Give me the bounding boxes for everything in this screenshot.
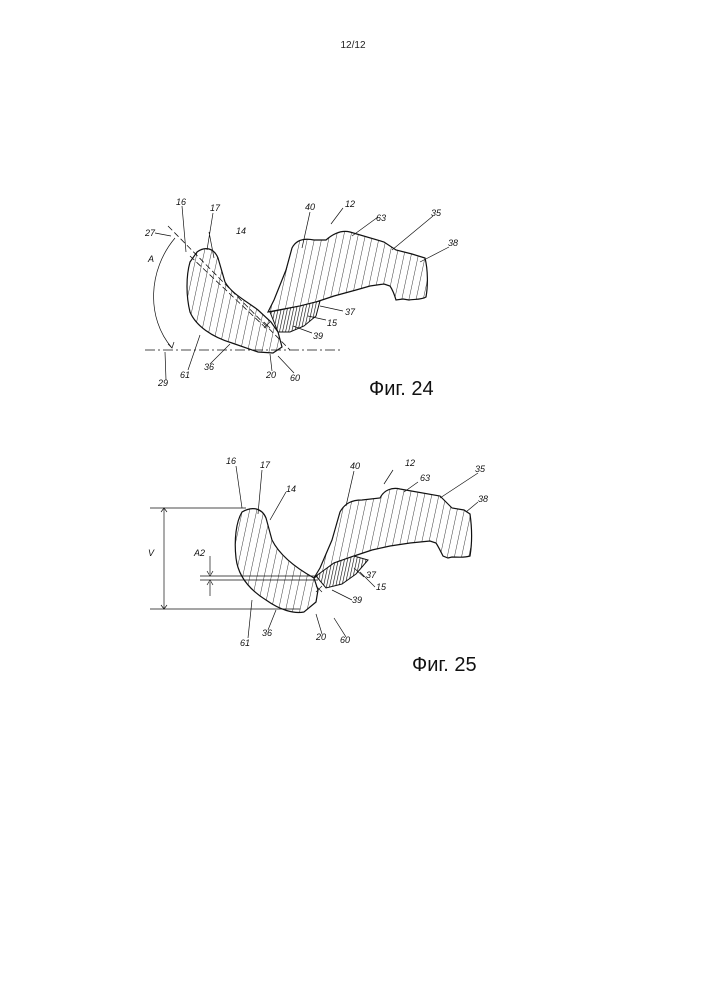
fig25-ref-A2: A2 <box>193 548 205 558</box>
figure-24-caption: Фиг. 24 <box>369 378 434 401</box>
fig24-ref-36: 36 <box>204 362 214 372</box>
fig24-ref-63: 63 <box>376 213 386 223</box>
fig25-ref-36: 36 <box>262 628 272 638</box>
figure-25-caption: Фиг. 25 <box>412 654 477 677</box>
fig24-ref-17: 17 <box>210 203 221 213</box>
fig25-ref-60: 60 <box>340 635 350 645</box>
fig24-left-part <box>187 249 282 353</box>
fig24-angle-arc <box>154 238 175 348</box>
fig24-ref-27: 27 <box>144 228 156 238</box>
fig24-ref-37: 37 <box>345 307 356 317</box>
fig25-ref-V: V <box>148 548 155 558</box>
figure-24: 16 17 14 27 A 40 12 63 35 38 37 15 39 29… <box>144 197 458 388</box>
fig25-ref-40: 40 <box>350 461 360 471</box>
fig24-right-body <box>268 231 427 312</box>
fig24-ref-35: 35 <box>431 208 442 218</box>
fig25-ref-61: 61 <box>240 638 250 648</box>
fig25-ref-15: 15 <box>376 582 387 592</box>
fig25-dim-arrows <box>161 508 213 609</box>
fig25-ref-39: 39 <box>352 595 362 605</box>
fig24-ref-61: 61 <box>180 370 190 380</box>
fig24-ref-38: 38 <box>448 238 458 248</box>
fig24-ref-14: 14 <box>236 226 246 236</box>
fig25-ref-16: 16 <box>226 456 236 466</box>
figure-25: 16 17 14 40 12 63 35 38 V A2 37 15 39 61… <box>148 456 488 648</box>
fig25-ref-63: 63 <box>420 473 430 483</box>
fig24-ref-15: 15 <box>327 318 338 328</box>
fig25-ref-14: 14 <box>286 484 296 494</box>
fig25-ref-12: 12 <box>405 458 415 468</box>
fig25-ref-20: 20 <box>315 632 326 642</box>
fig24-ref-12: 12 <box>345 199 355 209</box>
fig24-ref-40: 40 <box>305 202 315 212</box>
fig25-ref-38: 38 <box>478 494 488 504</box>
fig24-ref-A: A <box>147 254 154 264</box>
fig24-ref-16: 16 <box>176 197 186 207</box>
fig25-ref-35: 35 <box>475 464 486 474</box>
fig25-left-part <box>235 509 318 613</box>
fig24-ref-29: 29 <box>157 378 168 388</box>
fig24-ref-60: 60 <box>290 373 300 383</box>
fig24-arrow-head <box>168 342 174 348</box>
fig25-ref-37: 37 <box>366 570 377 580</box>
fig25-ref-17: 17 <box>260 460 271 470</box>
fig24-ref-20: 20 <box>265 370 276 380</box>
fig24-ref-39: 39 <box>313 331 323 341</box>
